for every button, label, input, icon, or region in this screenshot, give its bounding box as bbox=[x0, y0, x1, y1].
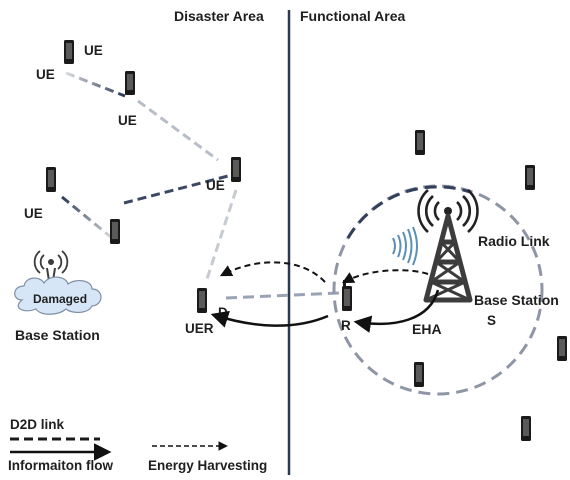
disaster-area-title: Disaster Area bbox=[174, 8, 264, 24]
ue-label: UE bbox=[118, 113, 137, 128]
ue-phone bbox=[415, 130, 425, 155]
damaged-base-station-caption: Base Station bbox=[15, 327, 100, 343]
d2d-link bbox=[123, 174, 229, 205]
ue-phone bbox=[64, 40, 74, 64]
radio-link-label: Radio Link bbox=[478, 233, 550, 249]
information-flow-arrow bbox=[210, 310, 329, 328]
energy-harvesting-arrow bbox=[341, 269, 429, 284]
coverage-area bbox=[332, 184, 544, 396]
ue-phone bbox=[525, 165, 535, 190]
uer-label: UER bbox=[185, 321, 214, 336]
functional-area-title: Functional Area bbox=[300, 8, 405, 24]
ue-phone bbox=[110, 219, 120, 244]
base-station-tower-icon bbox=[417, 189, 479, 303]
damaged-tag: Damaged bbox=[33, 292, 87, 306]
information-flow-arrow bbox=[353, 289, 440, 333]
coverage-arc-dark bbox=[346, 185, 471, 239]
ue-phone bbox=[414, 362, 424, 387]
ue-phone bbox=[231, 157, 241, 182]
ue-label: UE bbox=[206, 178, 225, 193]
ue-label: UE bbox=[36, 67, 55, 82]
damaged-cloud bbox=[14, 276, 102, 315]
radio-wave-icon bbox=[392, 226, 418, 266]
relay-phone bbox=[342, 280, 352, 311]
ue-phone bbox=[125, 71, 135, 95]
eha-label: EHA bbox=[412, 321, 442, 337]
r-label: R bbox=[341, 318, 351, 333]
d2d-link bbox=[225, 291, 341, 300]
energy-harvesting-arrow bbox=[219, 261, 326, 283]
d2d-link bbox=[204, 189, 238, 283]
d2d-link bbox=[61, 195, 113, 240]
uer-phone bbox=[197, 288, 207, 313]
ue-phone bbox=[521, 416, 531, 441]
legend-info-flow-label: Informaiton flow bbox=[8, 458, 113, 473]
d2d-link bbox=[65, 71, 126, 98]
ue-phone bbox=[557, 336, 567, 361]
legend-d2d-label: D2D link bbox=[10, 417, 65, 432]
ue-label: UE bbox=[24, 206, 43, 221]
s-label: S bbox=[487, 313, 496, 328]
ue-phone bbox=[46, 167, 56, 192]
d2d-link bbox=[137, 99, 219, 162]
active-base-station-caption: Base Station bbox=[474, 292, 559, 308]
ue-label: UE bbox=[84, 43, 103, 58]
legend-energy-label: Energy Harvesting bbox=[148, 458, 267, 473]
